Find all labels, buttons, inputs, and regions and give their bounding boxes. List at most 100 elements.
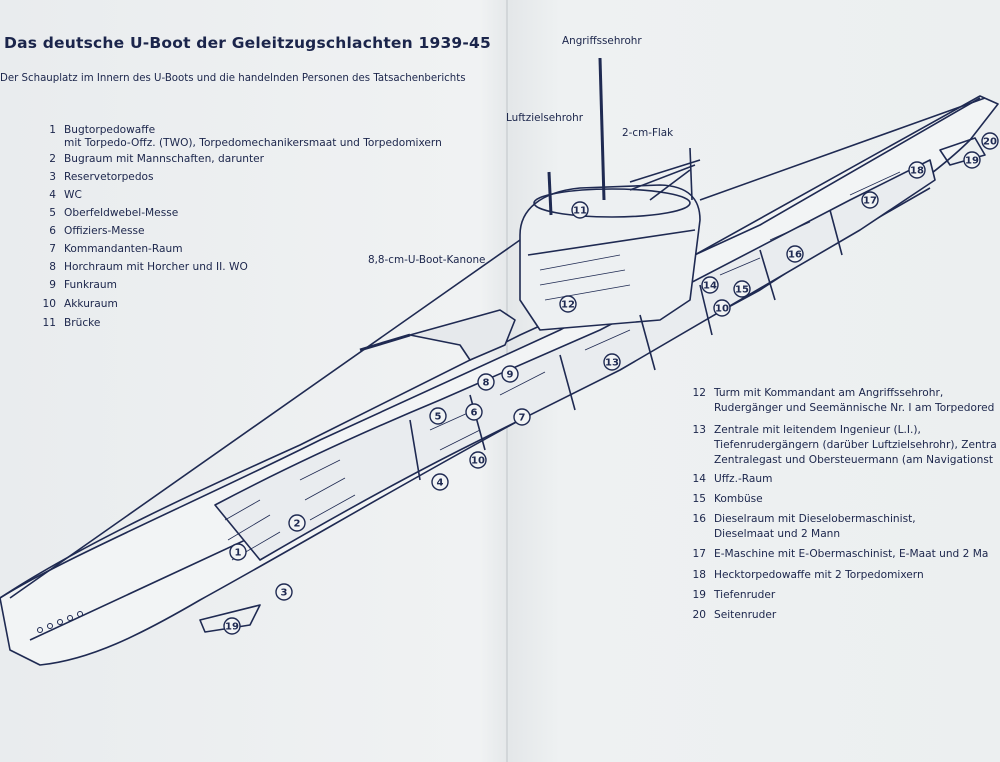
callout-number: 18 — [910, 166, 924, 177]
page-subtitle: Der Schauplatz im Innern des U-Boots und… — [0, 73, 466, 84]
callout-circle — [701, 276, 719, 294]
callout-5: 5 — [429, 407, 447, 425]
antenna-wire-aft — [699, 97, 986, 201]
legend-text: Kombüse — [714, 493, 763, 505]
label-luftzielsehrohr: Luftzielsehrohr — [506, 112, 584, 124]
legend-text: Funkraum — [64, 279, 117, 291]
callout-circle — [288, 514, 306, 532]
legend-text: Dieselmaat und 2 Mann — [714, 528, 841, 540]
legend-number: 2 — [49, 153, 56, 165]
label-kanone: 8,8-cm-U-Boot-Kanone — [368, 254, 486, 266]
legend-text: Kommandanten-Raum — [64, 243, 183, 255]
callout-circle — [223, 617, 241, 635]
legend-number: 4 — [49, 189, 56, 201]
callout-number: 19 — [225, 622, 239, 633]
legend-number: 17 — [692, 548, 706, 560]
callout-circle — [513, 408, 531, 426]
legend-number: 16 — [692, 513, 706, 525]
callout-circle — [908, 161, 926, 179]
callout-number: 15 — [735, 285, 749, 296]
callout-7: 7 — [513, 408, 531, 426]
deck-gun — [409, 309, 516, 361]
callout-number: 2 — [294, 519, 301, 530]
legend-text: Tiefenruder — [714, 589, 776, 601]
legend-text: Turm mit Kommandant am Angriffssehrohr, — [714, 387, 944, 399]
label-flak: 2-cm-Flak — [622, 127, 674, 139]
callout-number: 11 — [573, 206, 587, 217]
callout-13: 13 — [603, 353, 621, 371]
fore-planes — [199, 604, 261, 633]
callout-18: 18 — [908, 161, 926, 179]
antenna-wire-fore — [9, 239, 521, 599]
callout-circle — [571, 201, 589, 219]
legend-number: 19 — [692, 589, 706, 601]
legend-text: Akkuraum — [64, 298, 118, 310]
callout-circle — [477, 373, 495, 391]
legend-number: 5 — [49, 207, 56, 219]
callout-19: 19 — [223, 617, 241, 635]
bridge-rim — [533, 188, 691, 218]
callout-15: 15 — [733, 280, 751, 298]
callout-2: 2 — [288, 514, 306, 532]
callout-number: 4 — [437, 478, 444, 489]
callout-number: 16 — [788, 250, 802, 261]
callout-number: 7 — [519, 413, 526, 424]
legend-text: Seitenruder — [714, 609, 777, 621]
aft-rudder — [939, 137, 986, 166]
callout-circle — [861, 191, 879, 209]
callout-8: 8 — [477, 373, 495, 391]
callout-16: 16 — [786, 245, 804, 263]
legend-number: 8 — [49, 261, 56, 273]
callout-10: 10 — [713, 299, 731, 317]
legend-right: 12 Turm mit Kommandant am Angriffssehrohr… — [688, 387, 1000, 627]
legend-text: Tiefenrudergängern (darüber Luftzielsehr… — [714, 439, 997, 451]
callout-1: 1 — [229, 543, 247, 561]
legend-number: 11 — [42, 317, 56, 329]
legend-number: 14 — [692, 473, 706, 485]
flak-gun — [629, 159, 701, 201]
callout-20: 20 — [981, 132, 999, 150]
callout-circle — [431, 473, 449, 491]
legend-text: WC — [64, 189, 82, 201]
legend-text: Dieselraum mit Dieselobermaschinist, — [714, 513, 916, 525]
legend-number: 13 — [692, 424, 706, 436]
legend-text: Zentralegast und Obersteuermann (am Navi… — [714, 454, 993, 466]
callout-number: 1 — [235, 548, 242, 559]
callout-number: 14 — [703, 281, 717, 292]
callout-12: 12 — [559, 295, 577, 313]
callout-number: 12 — [561, 300, 575, 311]
callout-9: 9 — [501, 365, 519, 383]
legend-text: Offiziers-Messe — [64, 225, 145, 237]
callout-number: 8 — [483, 378, 490, 389]
legend-text: Bugraum mit Mannschaften, darunter — [64, 153, 265, 165]
callout-17: 17 — [861, 191, 879, 209]
legend-text: Reservetorpedos — [64, 171, 154, 183]
label-angriffssehrohr: Angriffssehrohr — [562, 35, 642, 47]
legend-number: 10 — [42, 298, 56, 310]
callout-circle — [713, 299, 731, 317]
callout-number: 20 — [983, 137, 997, 148]
legend-number: 9 — [49, 279, 56, 291]
callout-circle — [429, 407, 447, 425]
callout-number: 13 — [605, 358, 619, 369]
callout-number: 6 — [471, 408, 478, 419]
legend-number: 12 — [692, 387, 706, 399]
callout-number: 17 — [863, 196, 877, 207]
legend-text: Uffz.-Raum — [714, 473, 773, 485]
callout-number: 3 — [281, 588, 288, 599]
angriffssehrohr-mast — [598, 57, 606, 201]
callout-4: 4 — [431, 473, 449, 491]
callout-circle — [229, 543, 247, 561]
callout-circle — [603, 353, 621, 371]
legend-number: 18 — [692, 569, 706, 581]
callout-circle — [465, 403, 483, 421]
legend-text: Zentrale mit leitendem Ingenieur (L.I.), — [714, 424, 921, 436]
callout-circle — [559, 295, 577, 313]
legend-number: 6 — [49, 225, 56, 237]
callout-circle — [981, 132, 999, 150]
callout-number: 5 — [435, 412, 442, 423]
luftzielsehrohr-mast — [547, 171, 553, 216]
legend-number: 15 — [692, 493, 706, 505]
callout-circle — [501, 365, 519, 383]
